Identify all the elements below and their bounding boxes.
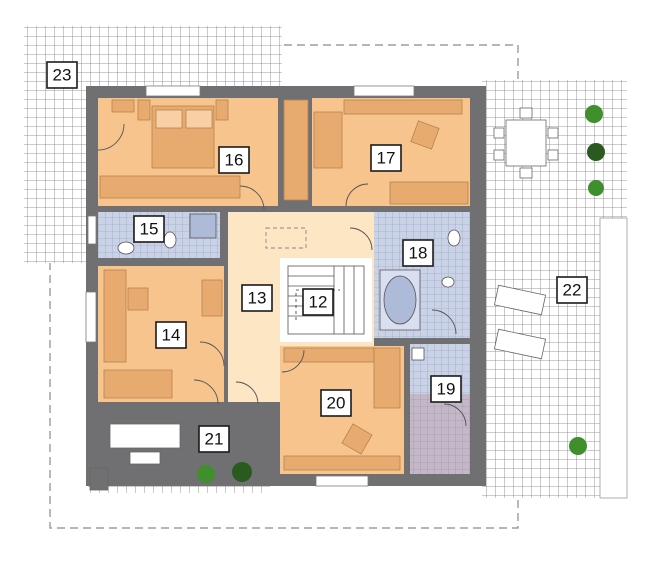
plants (197, 105, 605, 483)
hall-skylight (265, 227, 307, 249)
door-swings (97, 123, 467, 427)
svg-text:20: 20 (327, 394, 346, 413)
svg-text:13: 13 (248, 289, 267, 308)
room-label-12: 12 (302, 288, 334, 316)
bathroom-fixtures (117, 213, 461, 361)
terrace-22-edge (599, 217, 628, 499)
room-label-13: 13 (241, 284, 273, 312)
room-label-23: 23 (46, 61, 78, 89)
room-17-furniture (313, 99, 469, 205)
terrace-22-furniture (493, 107, 559, 360)
room-label-20: 20 (320, 389, 352, 417)
windows (85, 85, 415, 487)
room-label-21: 21 (198, 425, 230, 453)
terrace-21-furniture (89, 423, 181, 491)
room-label-15: 15 (133, 215, 165, 243)
svg-text:12: 12 (309, 293, 328, 312)
room-label-19: 19 (430, 375, 462, 403)
room-14-furniture (103, 269, 223, 399)
room-label-18: 18 (402, 239, 434, 267)
room-label-14: 14 (155, 321, 187, 349)
roof-outline (49, 44, 519, 529)
room-16-furniture (99, 99, 309, 201)
svg-text:22: 22 (563, 281, 582, 300)
room-label-17: 17 (370, 144, 402, 172)
svg-text:14: 14 (162, 326, 181, 345)
svg-text:17: 17 (377, 149, 396, 168)
svg-text:23: 23 (53, 66, 72, 85)
room-20-furniture (283, 347, 401, 471)
svg-text:16: 16 (225, 151, 244, 170)
svg-text:18: 18 (409, 244, 428, 263)
svg-text:21: 21 (205, 430, 224, 449)
svg-text:19: 19 (437, 380, 456, 399)
room-label-16: 16 (218, 146, 250, 174)
room-label-22: 22 (556, 276, 588, 304)
svg-text:15: 15 (140, 220, 159, 239)
